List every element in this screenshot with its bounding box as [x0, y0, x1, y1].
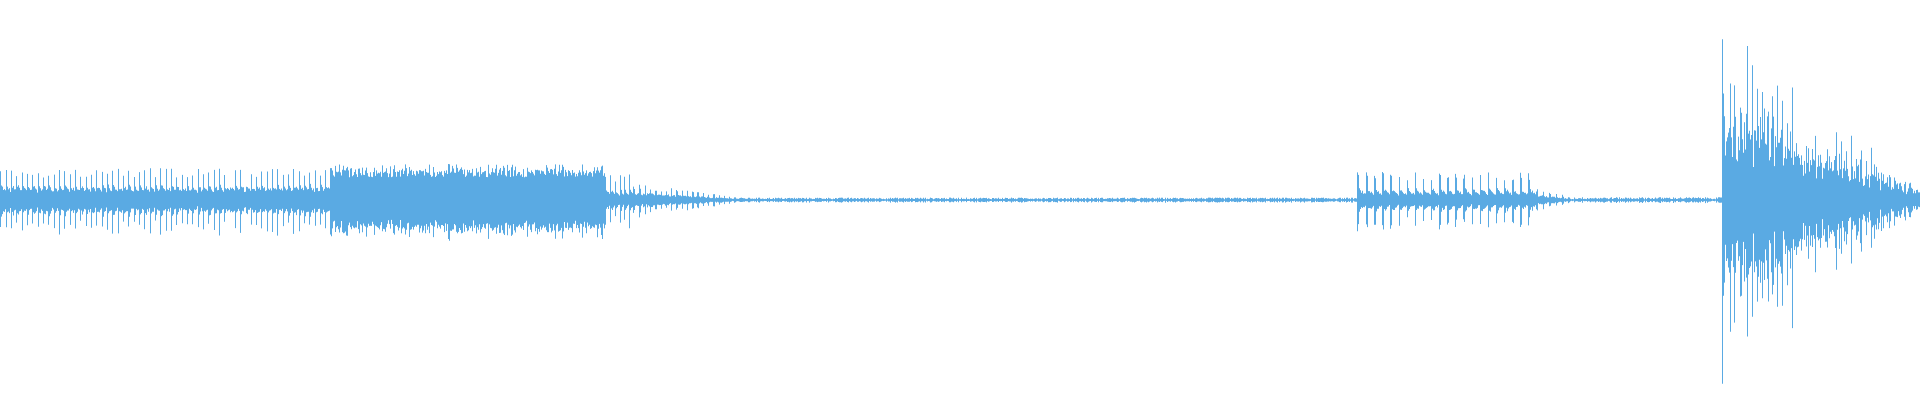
waveform-channel [0, 39, 1920, 384]
